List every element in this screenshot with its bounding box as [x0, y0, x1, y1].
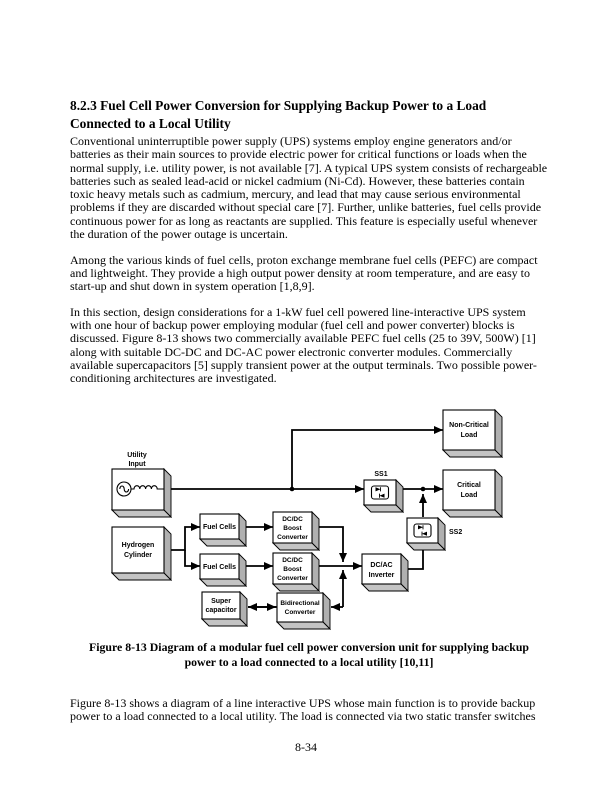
dcac-inverter-label-2: Inverter [369, 572, 395, 579]
utility-input-label-2: Input [128, 461, 146, 468]
ss1-label: SS1 [374, 471, 387, 478]
dcdc-boost-2-label-2: Boost [283, 566, 302, 573]
bidirectional-converter-label-2: Converter [285, 609, 316, 616]
bidirectional-converter-label-1: Bidirectional [280, 600, 320, 607]
figure-caption: Figure 8-13 Diagram of a modular fuel ce… [60, 640, 558, 670]
closing-paragraph: Figure 8-13 shows a diagram of a line in… [70, 696, 536, 724]
box-dcdc-boost-1: DC/DC Boost Converter [271, 510, 321, 552]
fuel-cells-2-label: Fuel Cells [203, 564, 236, 571]
box-non-critical-load: Non-Critical Load [441, 408, 504, 459]
dcdc-boost-2-label-1: DC/DC [282, 557, 303, 564]
box-dcac-inverter: DC/AC Inverter [360, 552, 410, 593]
section-heading-line-1: 8.2.3 Fuel Cell Power Conversion for Sup… [70, 98, 487, 113]
box-critical-load: Critical Load [441, 468, 504, 519]
fuel-cells-1-label: Fuel Cells [203, 524, 236, 531]
paragraph-1: Conventional uninterruptible power suppl… [70, 134, 548, 241]
critical-load-label-2: Load [461, 492, 478, 499]
figure-caption-line-2: power to a load connected to a local uti… [184, 655, 434, 669]
dcdc-boost-1-label-1: DC/DC [282, 516, 303, 523]
figure-8-13-diagram: Non-Critical Load Critical Load Utility … [110, 408, 504, 631]
paragraph-2: Among the various kinds of fuel cells, p… [70, 252, 538, 293]
box-bidirectional-converter: Bidirectional Converter [275, 591, 332, 631]
box-hydrogen-cylinder: Hydrogen Cylinder [110, 525, 173, 582]
page-number: 8-34 [295, 740, 317, 754]
ss2-label: SS2 [449, 529, 462, 536]
box-fuel-cells-2: Fuel Cells [198, 552, 248, 588]
box-static-switch-2: SS2 [405, 516, 462, 552]
box-fuel-cells-1: Fuel Cells [198, 512, 248, 548]
text-column: 8.2.3 Fuel Cell Power Conversion for Sup… [70, 97, 548, 398]
junction-dot [289, 486, 295, 492]
paragraph-3: In this section, design considerations f… [70, 304, 537, 385]
inductor-icon [131, 485, 164, 490]
section-heading: 8.2.3 Fuel Cell Power Conversion for Sup… [70, 97, 548, 132]
utility-input-label-1: Utility [127, 452, 147, 459]
diagram-wires [171, 426, 443, 611]
dcac-inverter-label-1: DC/AC [370, 562, 392, 569]
junction-dot [420, 486, 426, 492]
section-heading-line-2: Connected to a Local Utility [70, 115, 231, 131]
supercapacitor-label-1: Super [211, 598, 231, 605]
dcdc-boost-2-label-3: Converter [277, 575, 308, 582]
box-static-switch-1: SS1 [362, 471, 405, 514]
critical-load-label-1: Critical [457, 482, 481, 489]
dcdc-boost-1-label-3: Converter [277, 534, 308, 541]
dcdc-boost-1-label-2: Boost [283, 525, 302, 532]
hydrogen-cylinder-label-1: Hydrogen [122, 542, 155, 549]
box-supercapacitor: Super capacitor [200, 590, 249, 628]
box-dcdc-boost-2: DC/DC Boost Converter [271, 551, 321, 593]
figure-caption-line-1: Figure 8-13 Diagram of a modular fuel ce… [89, 640, 529, 654]
hydrogen-cylinder-label-2: Cylinder [124, 552, 152, 559]
non-critical-load-label-2: Load [461, 432, 478, 439]
box-utility-input: Utility Input [110, 452, 173, 519]
non-critical-load-label-1: Non-Critical [449, 422, 489, 429]
supercapacitor-label-2: capacitor [205, 607, 236, 614]
